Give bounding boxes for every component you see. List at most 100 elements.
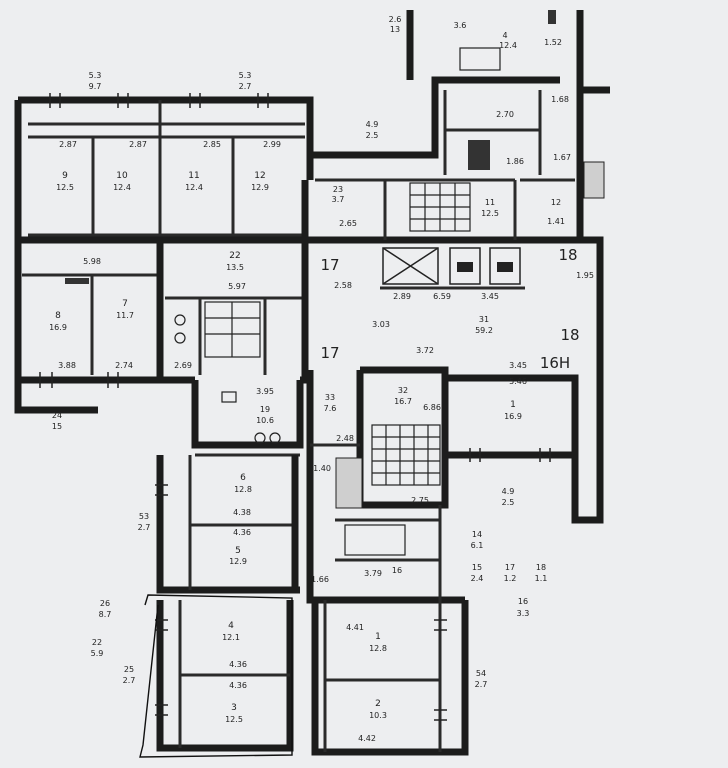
plan-label: 1 xyxy=(510,400,516,410)
plan-label: 11 xyxy=(485,198,495,207)
plan-label: 4.9 xyxy=(366,120,379,129)
plan-label: 10.3 xyxy=(369,711,387,720)
plan-label: 2.58 xyxy=(334,281,352,290)
plan-label: 12.4 xyxy=(499,41,517,50)
plan-label: 7 xyxy=(122,299,128,309)
plan-label: 12.5 xyxy=(56,183,74,192)
plan-label: 5.97 xyxy=(228,282,246,291)
plan-label: 16 xyxy=(518,597,528,606)
plan-label: 15 xyxy=(52,422,62,431)
selection-outline xyxy=(139,594,293,758)
plan-label: 10 xyxy=(116,171,128,181)
plan-label: 17 xyxy=(320,256,339,274)
plan-label: 18 xyxy=(536,563,546,572)
plan-label: 2.70 xyxy=(496,110,514,119)
plan-label: 53 xyxy=(139,512,149,521)
stairs xyxy=(335,161,605,509)
plan-label: 3.45 xyxy=(509,361,527,370)
plan-label: 2.74 xyxy=(115,361,133,370)
plan-label: 5.98 xyxy=(83,257,101,266)
plan-label: 12.8 xyxy=(234,485,252,494)
plan-label: 9 xyxy=(62,171,68,181)
plan-label: 3.3 xyxy=(517,609,530,618)
plan-label: 12 xyxy=(551,198,561,207)
plan-label: 1.67 xyxy=(553,153,571,162)
plan-label: 2.7 xyxy=(123,676,136,685)
plan-label: 3 xyxy=(231,703,237,713)
interior-walls xyxy=(18,90,580,752)
plan-label: 22 xyxy=(229,251,240,261)
plan-label: 4.38 xyxy=(233,508,251,517)
plan-label: 2.6 xyxy=(389,15,402,24)
plan-label: 2.7 xyxy=(475,680,488,689)
plan-label: 5 xyxy=(235,546,241,556)
plan-label: 24 xyxy=(52,411,62,420)
plan-label: 2 xyxy=(375,699,381,709)
plan-label: 12.9 xyxy=(251,183,269,192)
plan-label: 59.2 xyxy=(475,326,493,335)
plan-label: 12.4 xyxy=(113,183,131,192)
plan-label: 9.7 xyxy=(89,82,102,91)
window-marks xyxy=(39,93,551,721)
plan-label: 4.36 xyxy=(229,681,247,690)
plan-label: 3.6 xyxy=(454,21,467,30)
plan-label: 1.41 xyxy=(547,217,565,226)
plan-label: 33 xyxy=(325,393,335,402)
plan-label: 11.7 xyxy=(116,311,134,320)
plan-label: 26 xyxy=(100,599,110,608)
plan-label: 13 xyxy=(390,25,400,34)
elevators xyxy=(382,247,521,285)
plan-label: 4.42 xyxy=(358,734,376,743)
plan-label: 2.69 xyxy=(174,361,192,370)
plan-label: 4.9 xyxy=(502,487,515,496)
plan-label: 15 xyxy=(472,563,482,572)
plan-label: 3.7 xyxy=(332,195,345,204)
plan-label: 10.6 xyxy=(256,416,274,425)
plan-label: 5.9 xyxy=(91,649,104,658)
plan-label: 6.1 xyxy=(471,541,484,550)
plan-label: 3.95 xyxy=(256,387,274,396)
plan-label: 8 xyxy=(55,311,61,321)
plan-label: 1.95 xyxy=(576,271,594,280)
plan-label: 54 xyxy=(476,669,486,678)
plan-label: 16 xyxy=(392,566,402,575)
plan-label: 2.99 xyxy=(263,140,281,149)
plan-label: 5.3 xyxy=(89,71,102,80)
plan-label: 17 xyxy=(505,563,515,572)
plan-label: 2.87 xyxy=(59,140,77,149)
plan-label: 1 xyxy=(375,632,381,642)
fixtures xyxy=(65,10,556,556)
plan-label: 2.48 xyxy=(336,434,354,443)
plan-label: 16.9 xyxy=(49,323,67,332)
plan-label: 8.7 xyxy=(99,610,112,619)
plan-label: 2.5 xyxy=(366,131,379,140)
plan-label: 16.9 xyxy=(504,412,522,421)
plan-label: 4.36 xyxy=(229,660,247,669)
plan-label: 18 xyxy=(558,246,577,264)
plan-label: 1.1 xyxy=(535,574,548,583)
plan-label: 3.03 xyxy=(372,320,390,329)
plan-label: 4 xyxy=(502,31,507,40)
plan-label: 12.4 xyxy=(185,183,203,192)
plan-label: 2.65 xyxy=(339,219,357,228)
plan-label: 23 xyxy=(333,185,343,194)
plan-label: 13.5 xyxy=(226,263,244,272)
plan-label: 16.7 xyxy=(394,397,412,406)
plan-label: 3.45 xyxy=(481,292,499,301)
plan-label: 2.5 xyxy=(502,498,515,507)
plan-label: 12.5 xyxy=(225,715,243,724)
plan-label: 6.59 xyxy=(433,292,451,301)
plan-label: 22 xyxy=(92,638,102,647)
plan-label: 4 xyxy=(228,621,234,631)
plan-label: 4.36 xyxy=(233,528,251,537)
plan-label: 32 xyxy=(398,386,408,395)
plan-label: 12 xyxy=(254,171,265,181)
plan-label: 12.8 xyxy=(369,644,387,653)
plan-label: 19 xyxy=(260,405,270,414)
plan-label: 2.4 xyxy=(471,574,484,583)
plan-label: 16Н xyxy=(540,354,570,372)
plan-label: 5.3 xyxy=(239,71,252,80)
plan-label: 25 xyxy=(124,665,134,674)
